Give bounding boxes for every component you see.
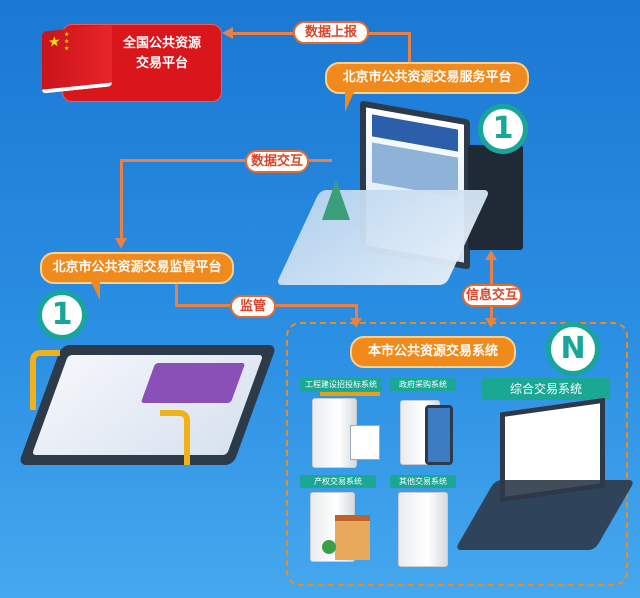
house-icon <box>335 515 370 560</box>
connector-line <box>175 280 178 306</box>
arrow-head-left <box>222 27 233 39</box>
robot-arm-icon <box>30 350 60 410</box>
national-title-line2: 交易平台 <box>135 56 188 71</box>
connector-line <box>120 159 123 239</box>
info-exchange-label: 信息交互 <box>462 284 522 307</box>
system-label-property: 产权交易系统 <box>300 475 376 488</box>
service-platform-count: 1 <box>478 104 528 154</box>
connector-line <box>408 32 411 64</box>
system-label-integrated: 综合交易系统 <box>482 378 610 400</box>
service-platform-callout: 北京市公共资源交易服务平台 <box>325 62 529 94</box>
connector-line <box>355 304 358 320</box>
system-label-other: 其他交易系统 <box>390 475 456 488</box>
data-exchange-label: 数据交互 <box>245 150 309 173</box>
city-model-illustration <box>275 190 491 285</box>
callout-tail <box>90 280 100 300</box>
connector-line <box>120 159 332 162</box>
document-icon <box>350 425 380 460</box>
engineering-server-icon <box>312 398 357 468</box>
tree-icon <box>322 540 336 554</box>
city-systems-count: N <box>546 322 600 376</box>
china-flag-icon: ★ ★★★ <box>42 24 112 94</box>
national-title-line1: 全国公共资源 <box>122 36 201 51</box>
supervision-platform-callout: 北京市公共资源交易监管平台 <box>40 252 234 284</box>
arrow-head-up <box>485 250 497 260</box>
supervision-platform-count: 1 <box>37 290 87 340</box>
phone-icon <box>425 405 453 465</box>
arrow-head-down <box>115 238 127 249</box>
supervision-label: 监管 <box>230 295 276 318</box>
crane-icon <box>320 392 380 396</box>
other-server-icon <box>398 492 448 567</box>
mountain-icon <box>322 180 350 220</box>
data-report-label: 数据上报 <box>293 21 369 44</box>
city-systems-frame <box>286 322 628 586</box>
national-platform-title: 全国公共资源 交易平台 <box>112 34 212 74</box>
city-systems-callout: 本市公共资源交易系统 <box>350 336 516 368</box>
callout-tail <box>345 90 355 112</box>
robot-arm-icon <box>160 410 190 465</box>
system-label-engineering: 工程建设招投标系统 <box>300 378 382 391</box>
system-label-procurement: 政府采购系统 <box>390 378 456 391</box>
